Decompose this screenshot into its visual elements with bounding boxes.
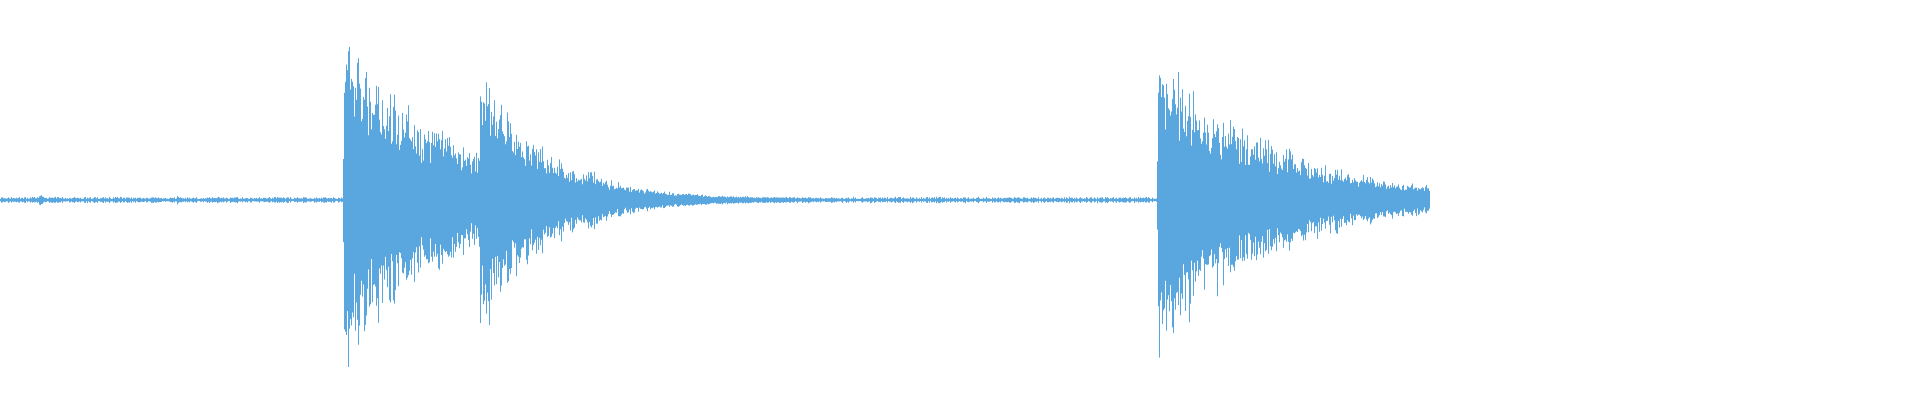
waveform-path <box>0 46 1430 367</box>
waveform-samples <box>0 46 1430 367</box>
